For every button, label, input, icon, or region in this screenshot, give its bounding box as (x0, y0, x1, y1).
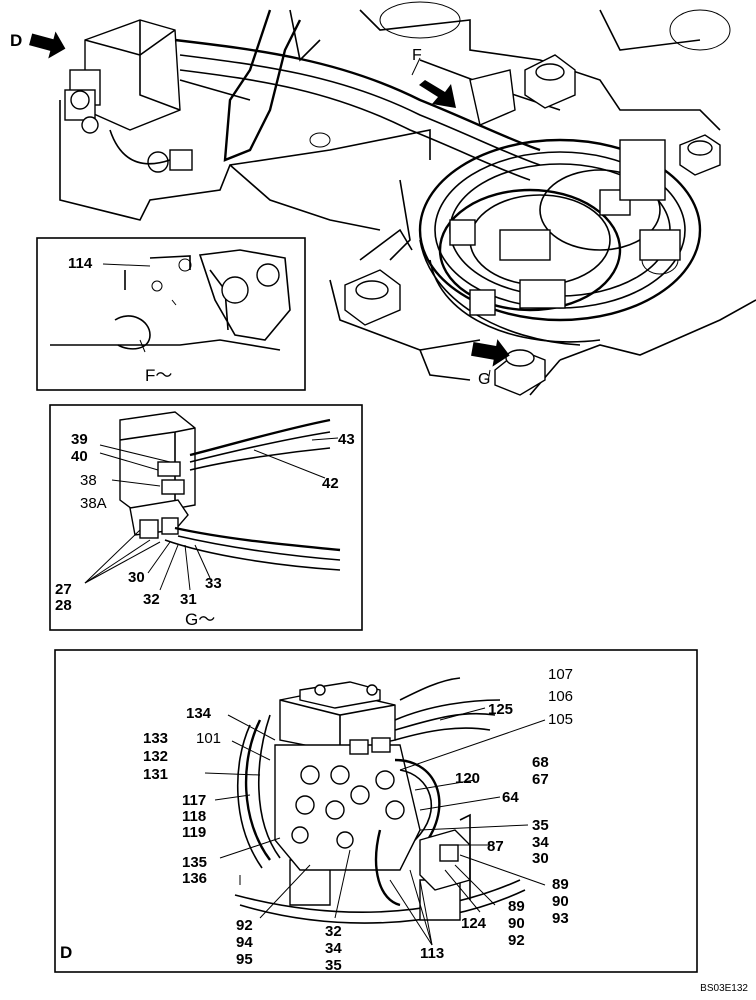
caption-f: F～ (145, 366, 173, 385)
label-30-right: 30 (532, 850, 549, 867)
label-90-mid: 90 (508, 915, 525, 932)
label-38: 38 (80, 472, 97, 489)
caption-g: G～ (185, 610, 216, 629)
label-68: 68 (532, 754, 549, 771)
label-64: 64 (502, 789, 519, 806)
label-34-bottom: 34 (325, 940, 342, 957)
label-124: 124 (461, 915, 487, 932)
label-87: 87 (487, 838, 504, 855)
label-33: 33 (205, 575, 222, 592)
label-105: 105 (548, 711, 574, 728)
view-arrows (29, 31, 510, 383)
label-67: 67 (532, 771, 549, 788)
label-27: 27 (55, 581, 72, 598)
drawing-reference: BS03E132 (700, 983, 748, 994)
label-28: 28 (55, 597, 72, 614)
label-136: 136 (182, 870, 208, 887)
label-101: 101 (196, 730, 222, 747)
label-38a: 38A (80, 495, 107, 512)
label-117: 117 (182, 792, 207, 809)
label-107: 107 (548, 666, 574, 683)
label-32: 32 (143, 591, 160, 608)
label-135: 135 (182, 854, 208, 871)
detail-d-drawing (54, 649, 698, 973)
label-94: 94 (236, 934, 253, 951)
label-125: 125 (488, 701, 514, 718)
label-114: 114 (68, 255, 93, 272)
label-40: 40 (71, 448, 88, 465)
view-label-f: F (412, 47, 422, 64)
label-39: 39 (71, 431, 88, 448)
label-119: 119 (182, 824, 207, 841)
label-106: 106 (548, 688, 574, 705)
label-93: 93 (552, 910, 569, 927)
label-90-right: 90 (552, 893, 569, 910)
label-32-bottom: 32 (325, 923, 342, 940)
label-89-right: 89 (552, 876, 569, 893)
mount-pads (344, 54, 721, 396)
label-89-mid: 89 (508, 898, 525, 915)
label-43: 43 (338, 431, 355, 448)
label-113: 113 (420, 945, 445, 962)
label-132: 132 (143, 748, 169, 765)
label-92: 92 (236, 917, 253, 934)
label-120: 120 (455, 770, 481, 787)
label-34-right: 34 (532, 834, 549, 851)
label-95: 95 (236, 951, 253, 968)
label-134: 134 (186, 705, 212, 722)
label-31: 31 (180, 591, 197, 608)
label-35-bottom: 35 (325, 957, 342, 974)
detail-f-drawing (36, 237, 306, 391)
view-label-g: G (478, 371, 491, 388)
label-133: 133 (143, 730, 169, 747)
label-35-right: 35 (532, 817, 549, 834)
main-frame-drawing (59, 1, 756, 396)
label-92-mid: 92 (508, 932, 525, 949)
label-118: 118 (182, 808, 207, 825)
label-42: 42 (322, 475, 339, 492)
view-label-d: D (10, 31, 23, 50)
detail-g-drawing (49, 404, 363, 631)
caption-d: D (60, 943, 73, 962)
label-30: 30 (128, 569, 145, 586)
label-131: 131 (143, 766, 169, 783)
